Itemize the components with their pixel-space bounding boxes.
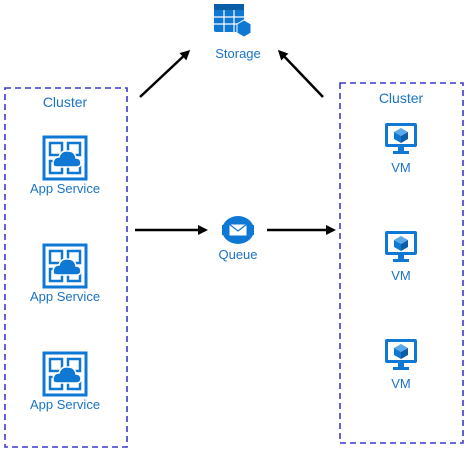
- storage-table-icon: [214, 4, 252, 38]
- app-service-icon: [42, 243, 88, 289]
- queue-envelope-icon: [222, 216, 254, 244]
- vm-monitor-icon: [385, 339, 417, 370]
- vm-monitor-icon: [385, 231, 417, 262]
- queue-label: Queue: [218, 247, 258, 262]
- left-cluster-title: Cluster: [42, 94, 88, 110]
- app-service-icon: [42, 135, 88, 181]
- left-cluster-border: [4, 87, 128, 448]
- arrow-right-to-storage: [277, 49, 324, 98]
- storage-label: Storage: [215, 46, 261, 61]
- vm-monitor-icon: [385, 123, 417, 154]
- vm-label-1: VM: [391, 160, 411, 175]
- arrow-left-to-storage: [139, 49, 191, 98]
- app-service-icon: [42, 351, 88, 397]
- app-service-label-1: App Service: [29, 181, 101, 196]
- vm-label-2: VM: [391, 268, 411, 283]
- vm-label-3: VM: [391, 376, 411, 391]
- app-service-label-3: App Service: [29, 397, 101, 412]
- right-cluster-border: [339, 82, 464, 444]
- app-service-label-2: App Service: [29, 289, 101, 304]
- right-cluster-title: Cluster: [378, 90, 424, 106]
